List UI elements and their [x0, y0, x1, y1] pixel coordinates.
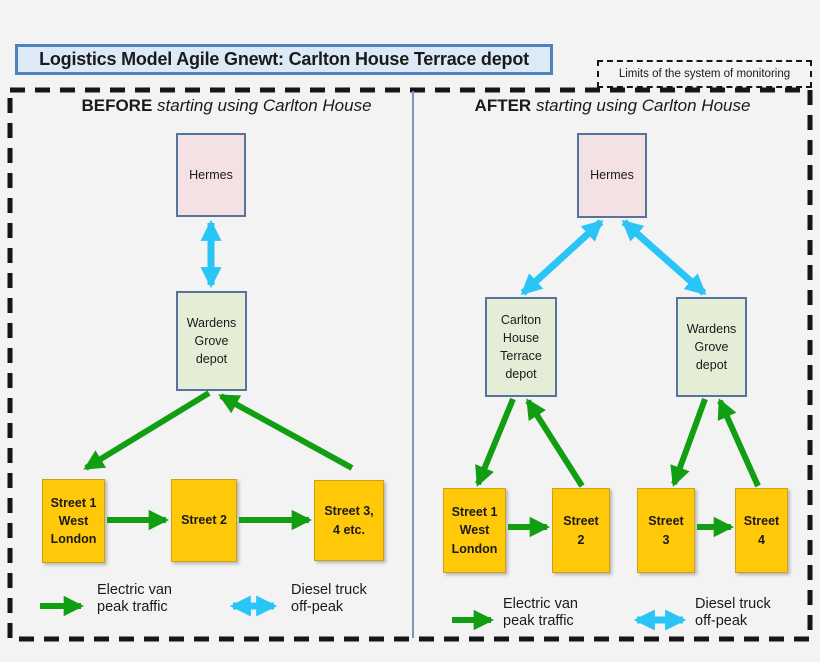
edge-before-depot-to-street1-arrow: [83, 390, 211, 471]
node-after-street2: Street 2: [552, 488, 610, 573]
before-heading-rest: starting using Carlton House: [152, 96, 372, 115]
node-after-street3: Street 3: [637, 488, 695, 573]
limits-of-monitoring-note: Limits of the system of monitoring: [597, 60, 812, 88]
before-legend-diesel-truck-label: Diesel truck off-peak: [291, 582, 367, 616]
node-before-street2: Street 2: [171, 479, 237, 562]
node-before-street1: Street 1 West London: [42, 479, 105, 563]
after-heading-bold: AFTER: [474, 96, 532, 115]
node-after-carlton-house-terrace-depot: Carlton House Terrace depot: [485, 297, 557, 397]
edge-before-street3-to-depot-arrow: [218, 393, 354, 471]
edge-after-hermes-carlton-diesel-arrow: [520, 219, 604, 296]
after-panel-heading: AFTER starting using Carlton House: [423, 96, 802, 116]
diagram-title-text: Logistics Model Agile Gnewt: Carlton Hou…: [39, 49, 529, 69]
before-heading-bold: BEFORE: [81, 96, 153, 115]
diagram-title: Logistics Model Agile Gnewt: Carlton Hou…: [15, 44, 553, 75]
node-after-street4: Street 4: [735, 488, 788, 573]
node-after-street1: Street 1 West London: [443, 488, 506, 573]
after-legend-diesel-truck-label: Diesel truck off-peak: [695, 596, 771, 630]
after-heading-rest: starting using Carlton House: [531, 96, 751, 115]
limits-note-text: Limits of the system of monitoring: [618, 68, 791, 80]
node-before-wardens-grove-depot: Wardens Grove depot: [176, 291, 247, 391]
edge-after-hermes-wardens-diesel-arrow: [621, 219, 707, 296]
after-legend-electric-van-label: Electric van peak traffic: [503, 596, 578, 630]
node-after-wardens-grove-depot: Wardens Grove depot: [676, 297, 747, 397]
before-panel-heading: BEFORE starting using Carlton House: [40, 96, 413, 116]
before-legend-electric-van-label: Electric van peak traffic: [97, 582, 172, 616]
node-before-hermes: Hermes: [176, 133, 246, 217]
edge-after-carlton-to-street1-arrow: [475, 397, 516, 487]
edge-after-street4-to-wardens-arrow: [717, 398, 761, 488]
edge-after-street2-to-carlton-arrow: [525, 398, 585, 488]
edge-after-wardens-to-street3-arrow: [670, 397, 708, 487]
node-after-hermes: Hermes: [577, 133, 647, 218]
node-before-street3-4: Street 3, 4 etc.: [314, 480, 384, 561]
